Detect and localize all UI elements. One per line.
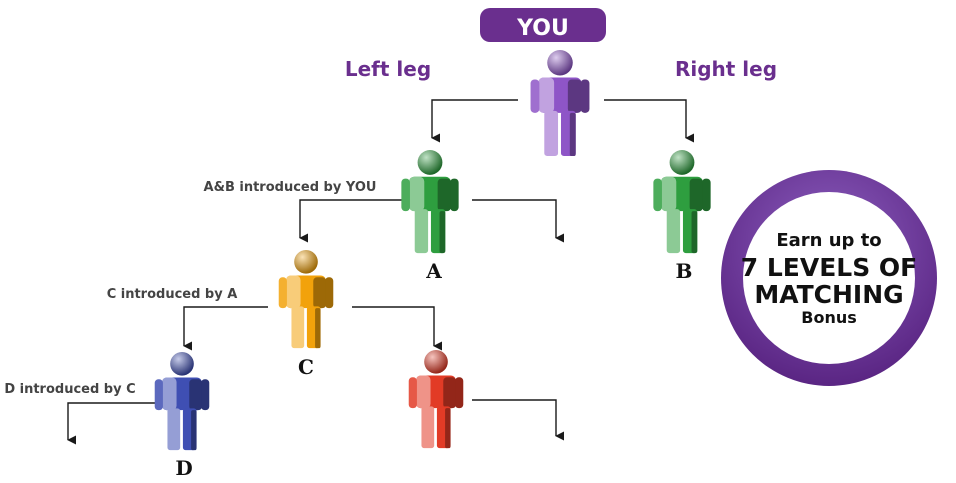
intro-ab-label: A&B introduced by YOU	[204, 180, 377, 195]
person-figure-a-icon	[401, 150, 459, 254]
figure-torso-highlight	[162, 377, 177, 411]
intro-d-label: D introduced by C	[4, 382, 135, 397]
you-label: YOU	[516, 16, 569, 41]
figure-leg-shadow	[691, 211, 698, 254]
badge-line3: MATCHING	[754, 280, 903, 309]
figure-right-arm	[455, 377, 464, 409]
node-d-label: D	[175, 456, 192, 480]
figure-left-leg	[544, 110, 559, 157]
figure-left-arm	[653, 178, 662, 212]
figure-head	[547, 50, 573, 76]
figure-right-arm	[201, 379, 210, 411]
figure-torso-highlight	[538, 77, 555, 113]
left-leg-label: Left leg	[345, 57, 431, 81]
figure-leg-shadow	[445, 408, 451, 449]
right-leg-label: Right leg	[675, 57, 777, 81]
badge-line2: 7 LEVELS OF	[741, 253, 918, 282]
arrow-a-to-c	[299, 199, 406, 243]
figure-head	[669, 150, 695, 175]
node-b-label: B	[676, 259, 693, 283]
figure-head	[170, 352, 194, 376]
figure-right-arm	[702, 178, 711, 212]
figure-left-arm	[408, 377, 417, 409]
matching-bonus-badge: Earn up to 7 LEVELS OF MATCHING Bonus	[721, 170, 937, 386]
person-figure-red-icon	[408, 350, 464, 449]
figure-torso-highlight	[661, 176, 677, 212]
figure-left-arm	[530, 79, 540, 113]
figure-torso-shadow	[313, 277, 326, 309]
figure-leg-shadow	[439, 211, 446, 254]
figure-leg-shadow	[569, 112, 576, 157]
figure-left-leg	[421, 406, 435, 449]
you-header-pill	[480, 8, 606, 42]
figure-right-arm	[580, 79, 590, 113]
badge-line1: Earn up to	[776, 230, 881, 251]
arrow-d-left-leg	[67, 402, 155, 445]
node-a-label: A	[425, 259, 442, 283]
person-figure-b-icon	[653, 150, 711, 254]
arrow-you-to-a	[431, 99, 518, 143]
figure-left-leg	[291, 306, 305, 349]
person-figure-you-icon	[530, 50, 590, 157]
arrow-c-to-d	[183, 306, 268, 351]
figure-torso-shadow	[443, 377, 456, 409]
node-c-label: C	[298, 355, 314, 379]
figure-left-leg	[167, 408, 181, 451]
figure-left-arm	[278, 277, 287, 309]
badge-center	[743, 192, 915, 364]
connectors	[67, 99, 695, 445]
figure-torso-highlight	[409, 176, 425, 212]
figure-left-leg	[666, 209, 681, 254]
figure-leg-shadow	[191, 410, 197, 451]
arrow-c-to-red	[352, 306, 443, 351]
figure-torso-shadow	[189, 379, 202, 411]
figure-leg-shadow	[315, 308, 321, 349]
figure-head	[294, 250, 318, 274]
figure-left-arm	[154, 379, 163, 411]
figure-torso-shadow	[567, 79, 582, 113]
you-header: YOU	[480, 8, 606, 42]
person-figure-c-icon	[278, 250, 334, 349]
figure-right-arm	[450, 178, 459, 212]
figure-torso-shadow	[437, 178, 451, 212]
figure-torso-shadow	[689, 178, 703, 212]
figure-torso-highlight	[416, 375, 431, 409]
arrow-red-right-leg	[472, 399, 565, 441]
figure-torso-highlight	[286, 275, 301, 309]
person-figure-d-icon	[154, 352, 210, 451]
figure-right-arm	[325, 277, 334, 309]
arrow-a-right-leg	[472, 199, 565, 243]
figure-left-leg	[414, 209, 429, 254]
arrow-you-to-b	[604, 99, 695, 143]
badge-line4: Bonus	[801, 308, 857, 327]
figure-head	[417, 150, 443, 175]
intro-c-label: C introduced by A	[107, 287, 238, 302]
figure-left-arm	[401, 178, 410, 212]
figure-head	[424, 350, 448, 374]
